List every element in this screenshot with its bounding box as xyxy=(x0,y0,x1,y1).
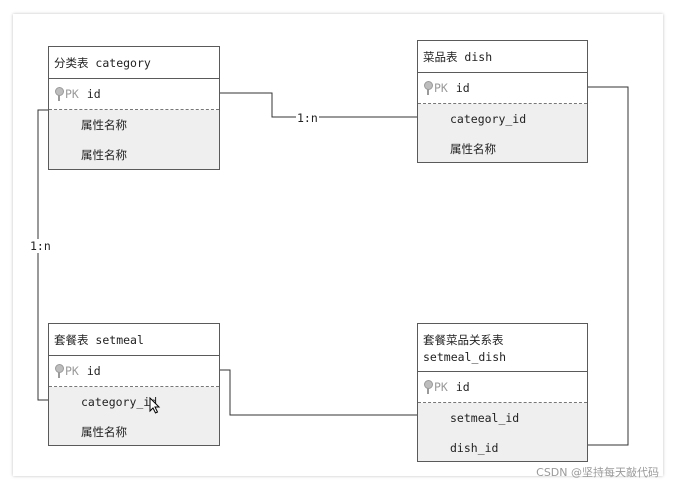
primary-key-row: PK id xyxy=(49,356,219,387)
entity-setmeal[interactable]: 套餐表 setmeal PK id category_id 属性名称 xyxy=(48,323,220,446)
entity-title-line1: 套餐菜品关系表 xyxy=(423,332,504,347)
entity-title: 菜品表 dish xyxy=(423,49,493,64)
attribute-list: category_id 属性名称 xyxy=(418,104,587,162)
attribute-row: 属性名称 xyxy=(81,118,127,132)
pk-label: PK xyxy=(434,380,448,394)
key-icon xyxy=(53,364,64,378)
primary-key-row: PK id xyxy=(418,372,587,403)
relationship-label-category-dish: 1:n xyxy=(296,111,319,125)
entity-header: 分类表 category xyxy=(49,47,219,79)
pk-label: PK xyxy=(65,364,79,378)
line-setmeal-relation xyxy=(219,369,418,416)
entity-category[interactable]: 分类表 category PK id 属性名称 属性名称 xyxy=(48,46,220,170)
entity-title-line2: setmeal_dish xyxy=(423,349,507,364)
entity-setmeal-dish[interactable]: 套餐菜品关系表 setmeal_dish PK id setmeal_id di… xyxy=(417,323,588,462)
watermark: CSDN @坚持每天敲代码 xyxy=(536,466,659,479)
attribute-row: dish_id xyxy=(450,441,499,455)
pk-field: id xyxy=(86,87,101,101)
key-icon xyxy=(53,87,64,101)
pk-label: PK xyxy=(65,87,79,101)
pk-field: id xyxy=(455,380,470,394)
entity-header: 套餐菜品关系表 setmeal_dish xyxy=(418,324,587,372)
key-icon xyxy=(422,81,433,95)
line-category-dish xyxy=(219,92,418,118)
entity-title: 分类表 category xyxy=(54,55,151,70)
relationship-label-category-setmeal: 1:n xyxy=(29,239,52,253)
line-dish-relation xyxy=(587,86,629,446)
pk-label: PK xyxy=(434,81,448,95)
attribute-row: 属性名称 xyxy=(81,425,127,439)
entity-header: 菜品表 dish xyxy=(418,41,587,73)
attribute-row: category_id xyxy=(450,112,527,126)
attribute-row: setmeal_id xyxy=(450,411,520,425)
attribute-list: 属性名称 属性名称 xyxy=(49,110,219,169)
key-icon xyxy=(422,380,433,394)
attribute-list: setmeal_id dish_id xyxy=(418,403,587,461)
attribute-row: 属性名称 xyxy=(81,148,127,162)
line-category-setmeal xyxy=(37,109,49,401)
primary-key-row: PK id xyxy=(49,79,219,110)
attribute-row: category_id xyxy=(81,395,158,409)
entity-dish[interactable]: 菜品表 dish PK id category_id 属性名称 xyxy=(417,40,588,163)
mouse-cursor-icon xyxy=(149,397,161,414)
pk-field: id xyxy=(86,364,101,378)
primary-key-row: PK id xyxy=(418,73,587,104)
pk-field: id xyxy=(455,81,470,95)
entity-header: 套餐表 setmeal xyxy=(49,324,219,356)
entity-title: 套餐表 setmeal xyxy=(54,332,144,347)
attribute-list: category_id 属性名称 xyxy=(49,387,219,445)
attribute-row: 属性名称 xyxy=(450,142,496,156)
